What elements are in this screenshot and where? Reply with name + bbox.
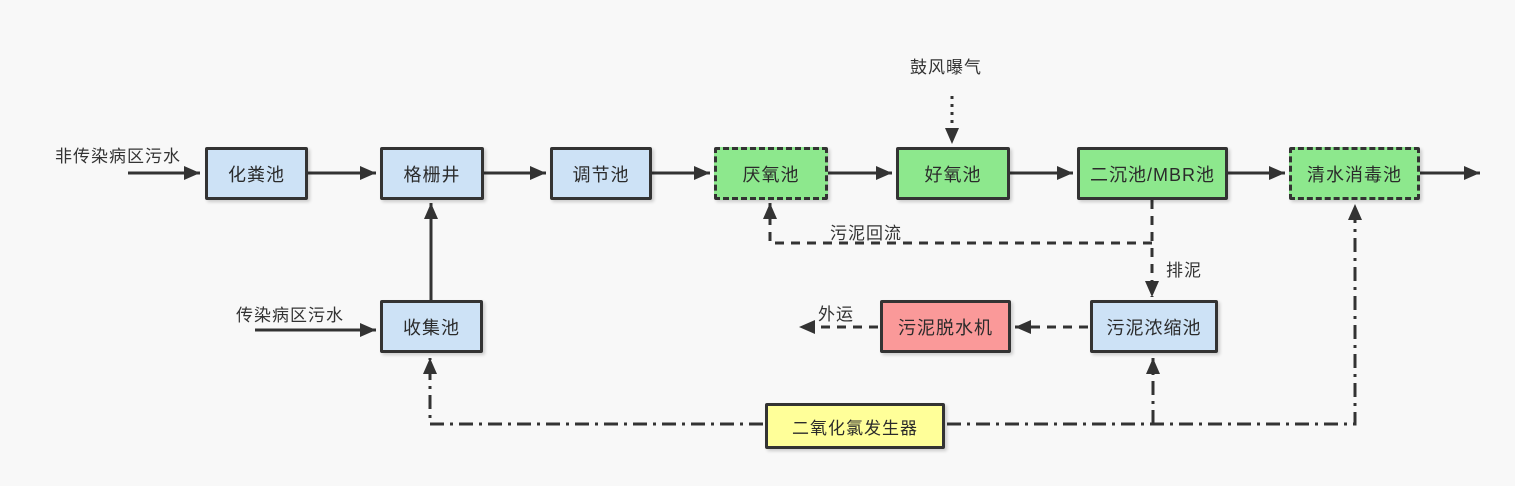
node-disinfection-tank: 清水消毒池	[1289, 147, 1420, 200]
node-sludge-dewatering-machine: 污泥脱水机	[880, 300, 1011, 353]
node-septic-tank: 化粪池	[205, 147, 308, 200]
node-secondary-mbr-tank: 二沉池/MBR池	[1077, 147, 1228, 200]
node-anaerobic-tank: 厌氧池	[714, 147, 828, 200]
edge-sludge-return	[763, 203, 1152, 245]
node-grid-well: 格栅井	[380, 147, 484, 200]
node-sludge-thickening-tank: 污泥浓缩池	[1090, 300, 1218, 353]
edge-generator-disinfection	[947, 204, 1362, 426]
label-blower-aeration: 鼓风曝气	[910, 58, 982, 77]
label-non-infectious-sewage: 非传染病区污水	[55, 147, 181, 166]
node-regulating-tank: 调节池	[550, 147, 652, 200]
label-infectious-sewage: 传染病区污水	[236, 306, 344, 325]
label-sludge-return: 污泥回流	[830, 224, 902, 243]
node-collection-tank: 收集池	[380, 300, 483, 353]
label-transport-out: 外运	[818, 305, 854, 324]
edge-generator-collection	[423, 358, 763, 426]
node-chlorine-dioxide-generator: 二氧化氯发生器	[765, 403, 945, 449]
label-sludge-discharge: 排泥	[1166, 261, 1202, 280]
node-aerobic-tank: 好氧池	[896, 147, 1010, 200]
